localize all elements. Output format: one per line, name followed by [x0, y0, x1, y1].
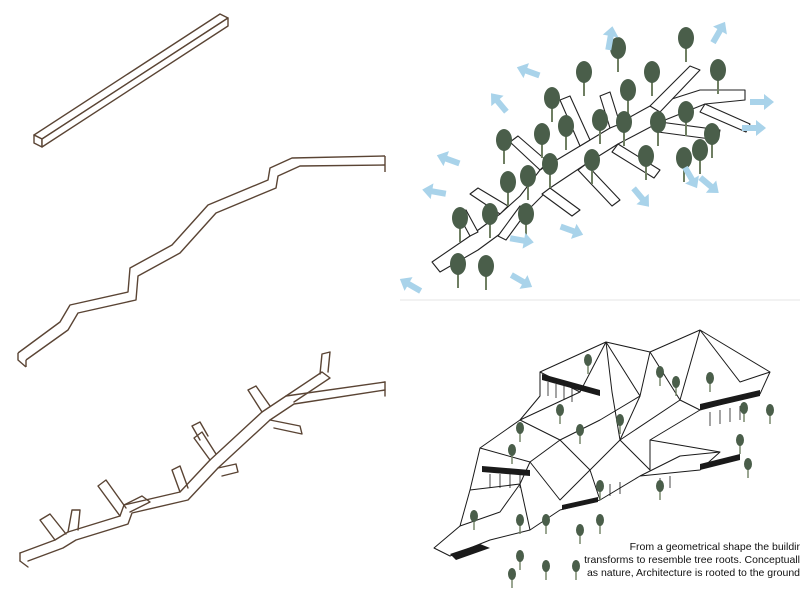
tree-icon — [576, 524, 584, 544]
tree-icon — [596, 480, 604, 500]
tree-icon — [656, 480, 664, 500]
tree-icon — [710, 59, 726, 94]
wind-arrow-icon — [631, 186, 649, 207]
tree-icon — [482, 203, 498, 238]
tree-icon — [542, 560, 550, 580]
tree-icon — [544, 87, 560, 122]
wind-arrow-icon — [491, 93, 509, 114]
wind-arrow-icon — [602, 26, 619, 51]
stage-1-straight-bar — [33, 13, 229, 148]
caption: From a geometrical shape the buildir tra… — [566, 541, 800, 580]
tree-icon — [450, 253, 466, 288]
stage-3-branching-roots — [19, 351, 386, 568]
tree-icon — [496, 129, 512, 164]
tree-icon — [736, 434, 744, 454]
wind-arrow-icon — [742, 120, 766, 136]
tree-icon — [470, 510, 478, 530]
tree-icon — [556, 404, 564, 424]
tree-icon — [508, 444, 516, 464]
canopy-tree-icons — [470, 354, 774, 588]
tree-icon — [678, 27, 694, 62]
wind-arrow-icon — [516, 63, 541, 79]
tree-icon — [704, 123, 720, 158]
caption-line-2: transforms to resemble tree roots. Conce… — [584, 554, 800, 566]
tree-icon — [592, 109, 608, 144]
tree-icon — [542, 153, 558, 188]
wind-arrow-icon — [422, 183, 447, 200]
caption-line-1: From a geometrical shape the buildir — [629, 541, 800, 553]
tree-icon — [520, 165, 536, 200]
wind-arrow-icon — [682, 165, 699, 189]
tree-icon — [508, 568, 516, 588]
wind-arrow-icons — [399, 21, 774, 294]
tree-icon — [452, 207, 468, 242]
wind-arrow-icon — [509, 232, 534, 249]
tree-icon — [620, 79, 636, 114]
tree-icon — [516, 422, 524, 442]
tree-icon — [576, 424, 584, 444]
tree-icon — [650, 111, 666, 146]
tree-icon — [516, 514, 524, 534]
tree-icon — [706, 372, 714, 392]
tree-icon — [638, 145, 654, 180]
tree-icon — [740, 402, 748, 422]
tree-icon — [534, 123, 550, 158]
tree-icon — [558, 115, 574, 150]
tree-icon — [516, 550, 524, 570]
tree-icon — [500, 171, 516, 206]
tree-icon — [616, 414, 624, 434]
tree-icon — [644, 61, 660, 96]
tree-icon — [584, 149, 600, 184]
wind-arrow-icon — [750, 94, 774, 110]
stage-2-zigzag-bar — [17, 155, 386, 368]
tree-icon — [678, 101, 694, 136]
wind-arrow-icon — [436, 151, 461, 167]
tree-icons — [450, 27, 726, 290]
stage-5-roof-canopy — [433, 329, 771, 560]
wind-arrow-icon — [559, 223, 584, 239]
tree-icon — [542, 514, 550, 534]
tree-icon — [596, 514, 604, 534]
tree-icon — [478, 255, 494, 290]
tree-icon — [766, 404, 774, 424]
tree-icon — [610, 37, 626, 72]
tree-icon — [518, 203, 534, 238]
wind-arrow-icon — [509, 272, 533, 289]
tree-icon — [616, 111, 632, 146]
wind-arrow-icon — [710, 21, 727, 45]
tree-icon — [656, 366, 664, 386]
tree-icon — [744, 458, 752, 478]
tree-icon — [672, 376, 680, 396]
tree-icon — [692, 139, 708, 174]
tree-icon — [572, 560, 580, 580]
wind-arrow-icon — [399, 277, 423, 294]
tree-icon — [576, 61, 592, 96]
wind-arrow-icon — [698, 175, 719, 193]
tree-icon — [584, 354, 592, 374]
caption-line-3: as nature, Architecture is rooted to the… — [586, 567, 800, 579]
